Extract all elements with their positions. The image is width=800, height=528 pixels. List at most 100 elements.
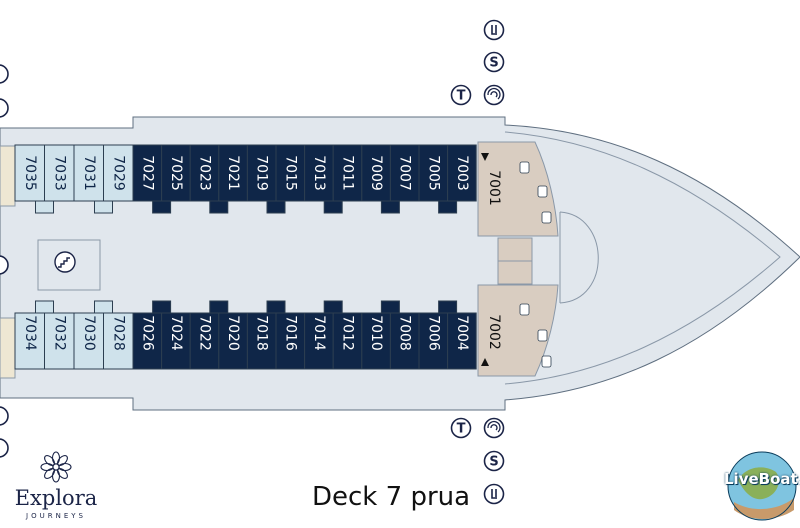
cabin-7019[interactable] [246, 144, 277, 202]
cabin-7020[interactable] [218, 312, 248, 370]
cabin-bathroom [94, 300, 113, 314]
cabin-number: 7016 [282, 315, 298, 351]
cabin-bathroom [152, 200, 172, 214]
cabin-number: 7006 [425, 315, 441, 351]
suite-window [541, 211, 552, 224]
cabin-7011[interactable] [332, 144, 363, 202]
cabin-number: 7004 [454, 315, 470, 351]
cabin-number: 7034 [22, 315, 38, 351]
liveboat-watermark: LiveBoat.it [716, 440, 800, 524]
cabin-number: 7033 [51, 155, 67, 191]
cabin-7003[interactable] [447, 144, 477, 202]
cabin-number: 7021 [225, 155, 241, 191]
cabin-7023[interactable] [189, 144, 220, 202]
spa-swirl-icon [483, 417, 505, 439]
globe-icon [727, 451, 797, 521]
cabin-7029[interactable] [103, 144, 134, 202]
elevator-icon [483, 483, 505, 505]
cabin-number: 7020 [225, 315, 241, 351]
cabin-number: 7015 [282, 155, 298, 191]
cabin-number: 7003 [454, 155, 470, 191]
suite-window [541, 355, 552, 368]
cabin-number: 7028 [110, 315, 126, 351]
cabin-number: 7018 [254, 315, 270, 351]
stairs-icon [54, 251, 76, 273]
svg-text:T: T [457, 422, 466, 437]
rosette-icon [40, 451, 72, 483]
cabin-number: 7026 [139, 315, 155, 351]
cabin-bathroom [438, 200, 458, 214]
cabin-7030[interactable] [73, 312, 104, 370]
stairs-icon: S [483, 450, 505, 472]
cabin-7032[interactable] [44, 312, 75, 370]
cabin-7005[interactable] [418, 144, 449, 202]
suite-window [519, 303, 530, 316]
cabin-bathroom [323, 300, 343, 314]
cabin-number: 7007 [397, 155, 413, 191]
cabin-bathroom [35, 300, 54, 314]
cabin-number: 7012 [340, 315, 356, 351]
cabin-7021[interactable] [218, 144, 248, 202]
edge-panel-top [0, 145, 16, 207]
cabin-7018[interactable] [246, 312, 277, 370]
cabin-number: 7030 [81, 315, 97, 351]
cropped-service-icon [0, 438, 9, 458]
toilet-icon: T [450, 84, 472, 106]
cabin-bathroom [209, 200, 229, 214]
direction-markers [481, 153, 489, 366]
cabin-number: 7014 [311, 315, 327, 351]
cabin-bathroom [323, 200, 343, 214]
cabin-number: 7001 [486, 170, 502, 206]
brand-name: Explora [14, 486, 98, 510]
suite-upper [477, 141, 559, 237]
cabin-7025[interactable] [161, 144, 191, 202]
suite-labels: 7001 7002 [486, 170, 502, 350]
svg-text:S: S [489, 56, 498, 71]
cabin-number: 7024 [168, 315, 184, 351]
svg-text:T: T [457, 89, 466, 104]
cabin-bathroom [438, 300, 458, 314]
cabin-7035[interactable] [14, 144, 45, 202]
cabin-7006[interactable] [418, 312, 449, 370]
cabin-7014[interactable] [304, 312, 334, 370]
stairs-icon: S [483, 51, 505, 73]
cabin-7013[interactable] [304, 144, 334, 202]
cabin-7028[interactable] [103, 312, 134, 370]
cabin-number: 7002 [486, 314, 502, 350]
cabin-bathroom [266, 300, 286, 314]
explora-logo: Explora JOURNEYS [0, 450, 112, 520]
cabin-7031[interactable] [73, 144, 104, 202]
brand-subtitle: JOURNEYS [26, 512, 86, 520]
cabin-7004[interactable] [447, 312, 477, 370]
cropped-service-icon [0, 255, 9, 275]
suite-window [537, 329, 548, 342]
suite-lower [477, 284, 559, 377]
cabin-number: 7022 [197, 315, 213, 351]
cabin-number: 7013 [311, 155, 327, 191]
cabin-bathroom [152, 300, 172, 314]
suite-window [519, 161, 530, 174]
cabin-7027[interactable] [132, 144, 163, 202]
cabin-number: 7025 [168, 155, 184, 191]
cabin-number: 7005 [425, 155, 441, 191]
edge-panel-bottom [0, 317, 16, 379]
cabin-bathroom [35, 200, 54, 214]
cabin-number: 7035 [22, 155, 38, 191]
cabin-7026[interactable] [132, 312, 163, 370]
cabin-number: 7011 [340, 155, 356, 191]
cabin-number: 7031 [81, 155, 97, 191]
cropped-service-icon [0, 64, 9, 84]
direction-arrow-icon [481, 153, 489, 161]
svg-text:S: S [489, 455, 498, 470]
cabin-number: 7019 [254, 155, 270, 191]
cabin-bathroom [94, 200, 113, 214]
cabin-7007[interactable] [389, 144, 420, 202]
cabin-number: 7010 [368, 315, 384, 351]
cropped-service-icon [0, 406, 9, 426]
cabin-number: 7023 [197, 155, 213, 191]
direction-arrow-icon [481, 358, 489, 366]
